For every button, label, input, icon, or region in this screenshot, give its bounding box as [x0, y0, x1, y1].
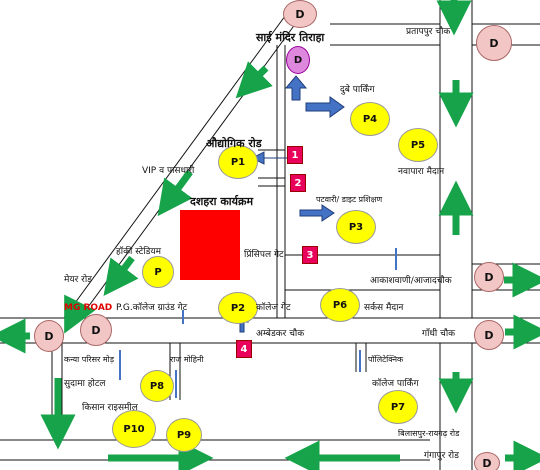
label-dussehra: दशहरा कार्यक्रम: [190, 195, 254, 208]
label-circus: सर्कस मैदान: [364, 303, 404, 313]
diversion-marker: D: [34, 320, 64, 352]
parking-p8: P8: [140, 370, 174, 402]
label-gandhi: गाँधी चौक: [422, 329, 456, 339]
dussehra-venue: [180, 210, 240, 280]
label-hockey: हॉकी स्टेडियम: [116, 247, 161, 257]
label-pratappur: प्रतापपुर चौक: [406, 27, 451, 37]
diversion-marker: D: [474, 452, 500, 470]
label-vip: VIP व पासधारी: [142, 166, 195, 176]
label-college-parking: कॉलेज पार्किंग: [372, 379, 419, 389]
checkpoint-3: 3: [302, 246, 318, 264]
parking-p6: P6: [320, 288, 360, 322]
label-mayor-road: मेयर रोड: [64, 275, 92, 285]
label-bilaspur: बिलासपुर-रायगढ़ रोड: [398, 429, 460, 438]
label-kisan: किसान राइसमील: [82, 403, 138, 413]
blue-thin-arrows: [119, 248, 397, 398]
diversion-marker: D: [283, 0, 317, 28]
label-ambedkar: अम्बेडकर चौक: [256, 329, 305, 339]
label-principal: प्रिंसिपल गेट: [244, 250, 284, 260]
label-pg-college: P.G.कॉलेज ग्राउंड गेट: [116, 303, 188, 313]
parking-p4: P4: [350, 102, 390, 136]
label-polytechnic: पॉलिटेक्निक: [368, 355, 404, 364]
parking-p7: P7: [378, 390, 418, 424]
label-kanya: कन्या परिसर मोड़: [64, 355, 115, 364]
label-college-gate: कॉलेज गेट: [256, 303, 291, 313]
parking-p: P: [142, 256, 174, 288]
parking-p3: P3: [336, 210, 376, 244]
label-mg-road: MG ROAD: [64, 303, 113, 313]
parking-p2: P2: [218, 292, 258, 324]
checkpoint-4: 4: [236, 340, 252, 358]
label-gangapur: गंगापुर रोड: [424, 451, 459, 461]
diversion-marker: D: [474, 320, 504, 350]
label-dubey-parking: दुबे पार्किंग: [340, 85, 375, 95]
label-akashvani: आकाशवाणी/आजादचौक: [370, 276, 452, 286]
blue-flow-arrows: [235, 75, 345, 333]
diversion-marker: D: [80, 314, 112, 346]
label-audyogik-road: औद्योगिक रोड: [206, 137, 262, 150]
diversion-marker: D: [474, 262, 504, 292]
label-sai-mandir: साई मंदिर तिराहा: [256, 31, 325, 44]
label-patwari: पटवारी/ डाइट प्रशिक्षण: [316, 195, 383, 204]
diversion-marker: D: [286, 46, 310, 74]
checkpoint-2: 2: [290, 174, 306, 192]
parking-p10: P10: [112, 410, 156, 448]
label-sudama: सुदामा होटल: [64, 379, 106, 389]
label-raj-mohini: राज मोहिनी: [170, 355, 204, 364]
parking-p5: P5: [398, 128, 438, 162]
diversion-marker: D: [476, 25, 512, 61]
parking-p9: P9: [166, 418, 202, 452]
parking-p1: P1: [218, 145, 258, 179]
checkpoint-1: 1: [287, 146, 303, 164]
label-navapara: नवापारा मैदान: [398, 167, 445, 177]
